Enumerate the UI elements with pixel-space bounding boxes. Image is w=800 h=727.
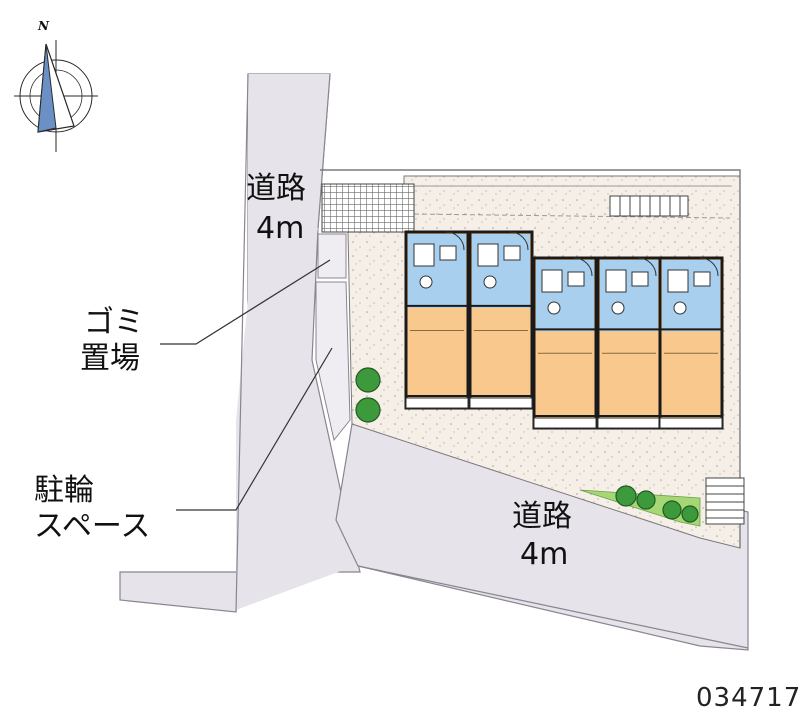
road-west-inner-edge [317, 73, 331, 229]
compass-rose-icon [14, 40, 98, 152]
road-top-width: 4m [256, 211, 305, 246]
garbage-box [317, 233, 347, 279]
garbage-leader-line [160, 259, 331, 345]
apartment-unit [658, 256, 724, 430]
apartment-unit [468, 230, 534, 410]
tree [615, 485, 637, 507]
apartment-building [404, 230, 724, 430]
tree [636, 490, 656, 510]
stairs-top [609, 195, 689, 217]
trees [355, 367, 699, 523]
apartment-unit [596, 256, 662, 430]
bicycle-label: 駐輪 [34, 473, 94, 508]
road-south-edge [357, 565, 749, 649]
road-west-clean [236, 74, 357, 610]
drain-grate [321, 183, 415, 233]
garbage-label-2: 置場 [80, 341, 140, 376]
garbage-label: ゴミ [84, 305, 144, 340]
tree [355, 367, 381, 393]
tree [355, 397, 381, 423]
road-bottom-label: 道路 [512, 499, 572, 534]
bicycle-zone [315, 281, 351, 442]
site-outer-wall [320, 169, 741, 548]
stairs-treads [619, 196, 681, 216]
tree [662, 500, 682, 520]
road-top-label: 道路 [246, 171, 306, 206]
apartment-unit [532, 256, 598, 430]
road-west-edge [235, 73, 249, 613]
compass-north-label: N [38, 19, 49, 33]
property-id: 034717 [696, 683, 800, 713]
stairs-bottom-right [705, 477, 745, 525]
bicycle-leader-line [176, 347, 333, 511]
apartment-unit [404, 230, 470, 410]
wall-line-2 [413, 213, 731, 219]
tree [681, 505, 699, 523]
road-bottom-width: 4m [520, 537, 569, 572]
stairs-bottom-treads [706, 485, 744, 519]
bicycle-label-2: スペース [34, 509, 151, 544]
